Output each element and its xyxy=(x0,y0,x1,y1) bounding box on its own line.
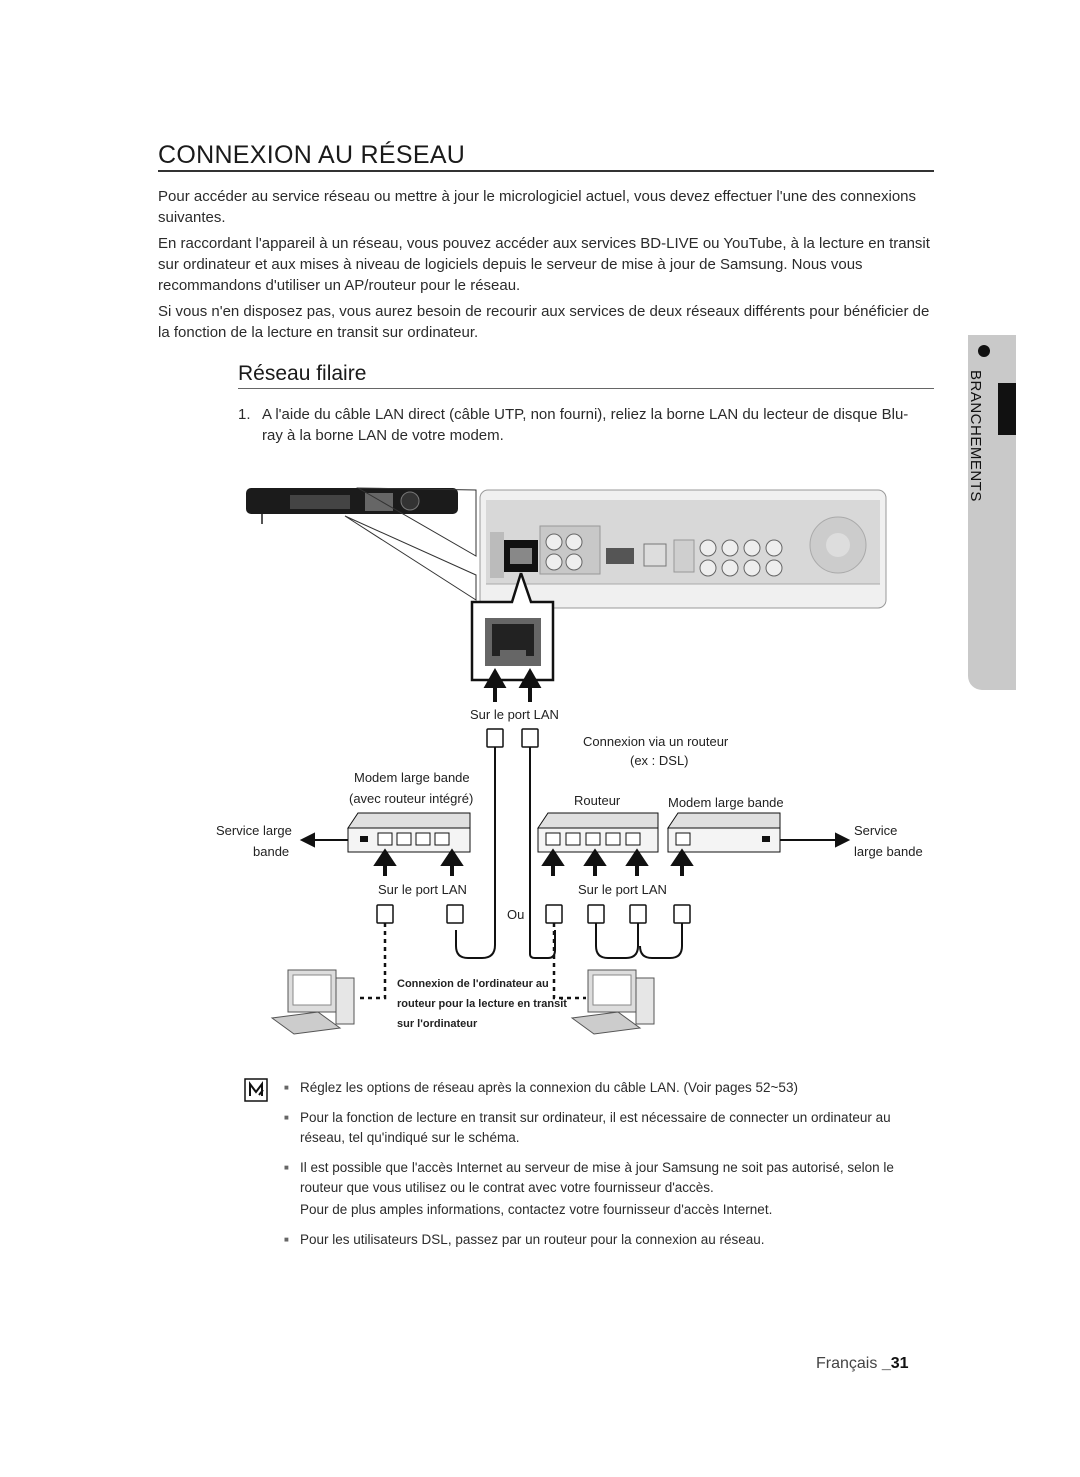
step-1: 1. A l'aide du câble LAN direct (câble U… xyxy=(238,404,918,446)
router-connection-example: (ex : DSL) xyxy=(630,753,689,768)
lan-port-label-left: Sur le port LAN xyxy=(378,882,467,897)
intro-paragraph-3: Si vous n'en disposez pas, vous aurez be… xyxy=(158,303,930,341)
side-tab-marker xyxy=(998,383,1016,435)
footer-language: Français xyxy=(816,1355,878,1372)
note-item-continued: Pour de plus amples informations, contac… xyxy=(284,1200,934,1220)
modem-label: Modem large bande xyxy=(668,795,784,810)
service-left-label-2: bande xyxy=(253,844,290,859)
modem-router-label-1: Modem large bande xyxy=(354,770,470,785)
router-device xyxy=(537,812,659,853)
section-subtitle: Réseau filaire xyxy=(238,362,367,385)
page-footer: Français _31 xyxy=(816,1355,909,1373)
bluray-player-back-thumbnail xyxy=(246,488,458,524)
computer-right-icon xyxy=(570,969,655,1035)
service-right-label-1: Service xyxy=(854,823,898,838)
lan-port-label-top: Sur le port LAN xyxy=(470,707,559,722)
lan-port-label-right: Sur le port LAN xyxy=(578,882,667,897)
note-item: Il est possible que l'accès Internet au … xyxy=(284,1158,934,1198)
note-continued-text: Pour de plus amples informations, contac… xyxy=(300,1202,773,1217)
pc-note-line-1: Connexion de l'ordinateur au xyxy=(397,978,549,990)
subtitle-divider xyxy=(238,388,934,389)
footer-page-number: _31 xyxy=(881,1355,909,1372)
notes-list: Réglez les options de réseau après la co… xyxy=(284,1078,934,1260)
note-item: Pour les utilisateurs DSL, passez par un… xyxy=(284,1230,934,1250)
modem-router-label-2: (avec routeur intégré) xyxy=(349,791,474,806)
service-right-label-2: large bande xyxy=(854,844,923,859)
intro-paragraph-2: En raccordant l'appareil à un réseau, vo… xyxy=(158,235,930,294)
service-left-label-1: Service large xyxy=(216,823,292,838)
modem-router-device xyxy=(347,812,471,853)
pc-note-line-3: sur l'ordinateur xyxy=(397,1018,478,1030)
pc-note-line-2: routeur pour la lecture en transit xyxy=(397,998,567,1010)
router-label: Routeur xyxy=(574,793,621,808)
page-title: CONNEXION AU RÉSEAU xyxy=(158,141,466,169)
rear-panel-magnified xyxy=(479,489,887,609)
modem-device xyxy=(667,812,781,853)
note-item: Réglez les options de réseau après la co… xyxy=(284,1078,934,1098)
or-label: Ou xyxy=(507,907,525,922)
intro-paragraph-1: Pour accéder au service réseau ou mettre… xyxy=(158,188,916,226)
router-connection-title: Connexion via un routeur xyxy=(583,734,729,749)
step-text: A l'aide du câble LAN direct (câble UTP,… xyxy=(262,406,909,444)
note-item: Pour la fonction de lecture en transit s… xyxy=(284,1108,934,1148)
note-icon xyxy=(244,1078,268,1102)
title-divider xyxy=(158,170,934,172)
computer-left-icon xyxy=(270,969,355,1035)
lan-port-enlarged xyxy=(485,618,541,666)
step-number: 1. xyxy=(238,406,251,423)
bullet-dot-icon xyxy=(978,345,990,357)
